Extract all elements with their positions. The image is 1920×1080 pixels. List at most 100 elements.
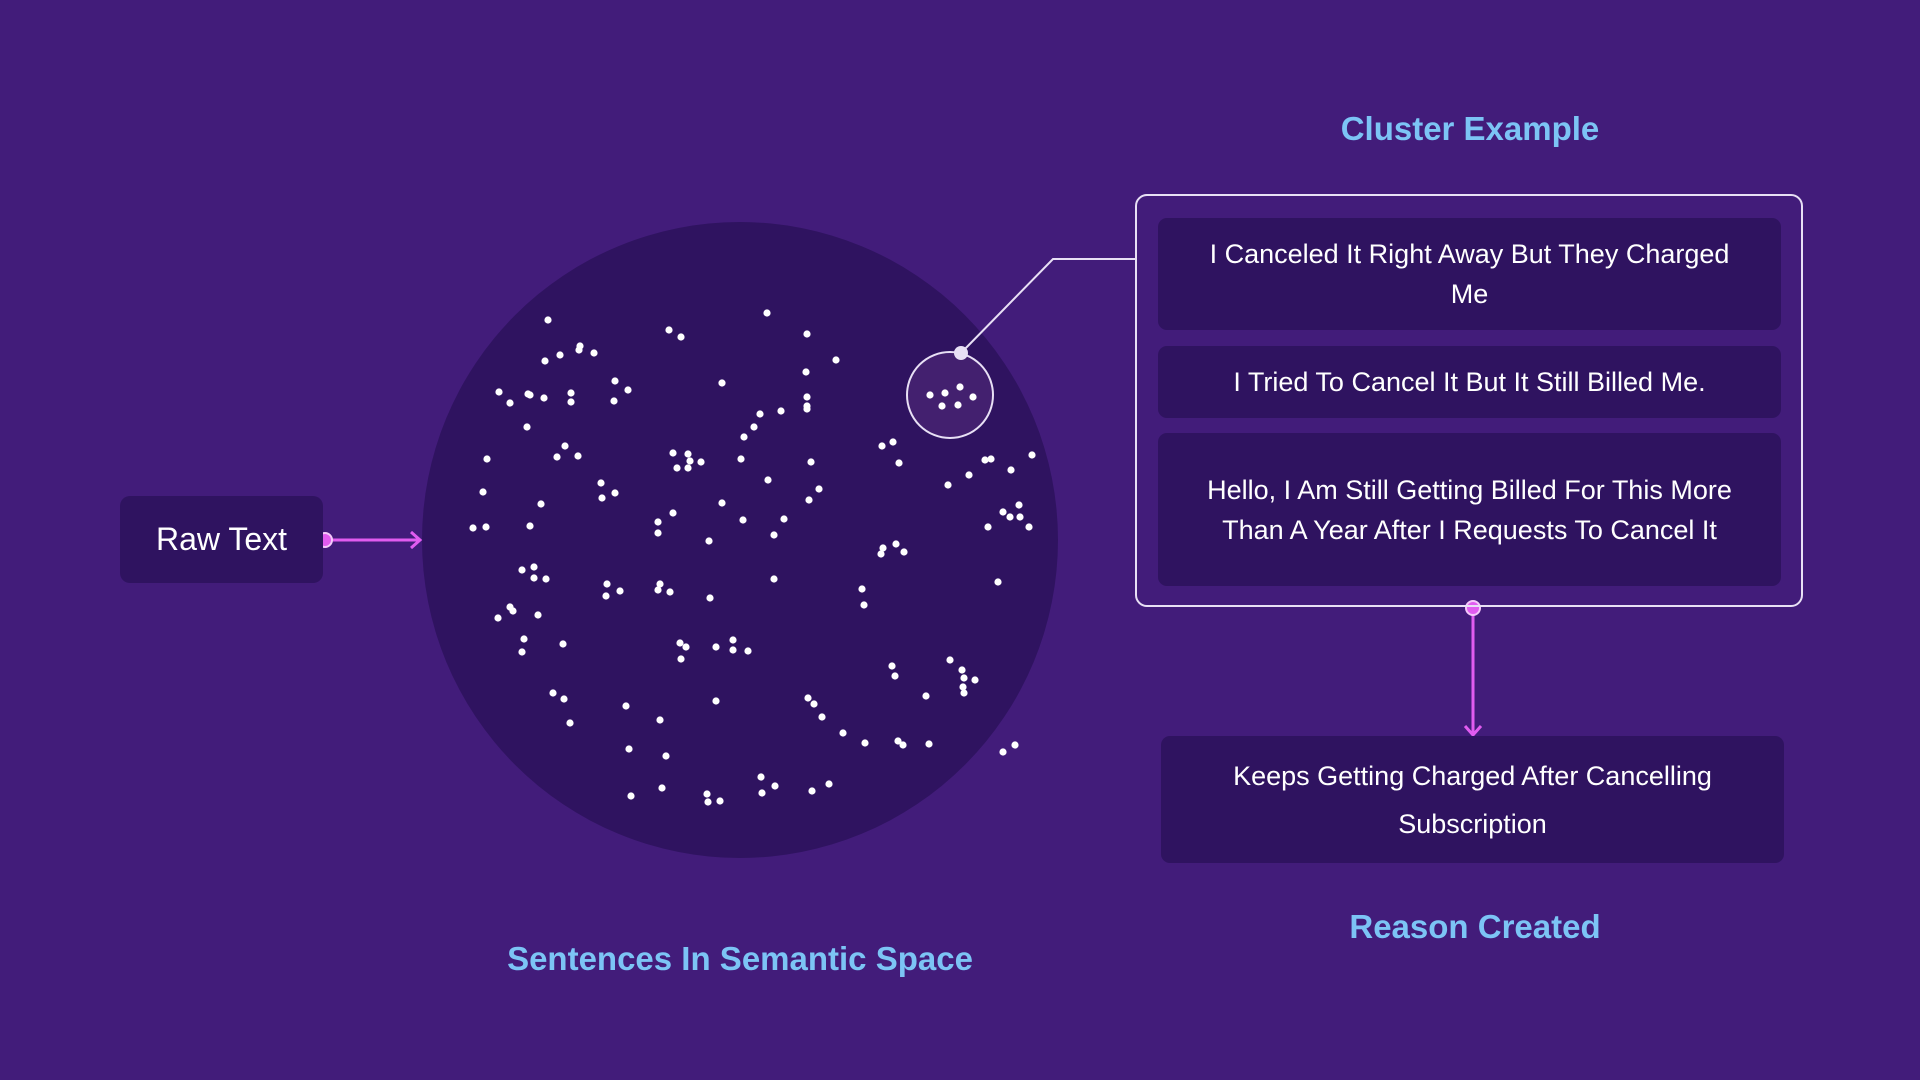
sentence-dot — [654, 529, 662, 537]
sentence-dot — [718, 499, 726, 507]
sentence-dot — [705, 537, 713, 545]
sentence-dot — [718, 379, 726, 387]
sentence-dot — [669, 509, 677, 517]
sentence-dot — [879, 544, 887, 552]
sentence-dot — [654, 518, 662, 526]
sentence-dot — [1025, 523, 1033, 531]
sentence-dot — [771, 782, 779, 790]
sentence-dot — [712, 697, 720, 705]
cluster-sentence: Hello, I Am Still Getting Billed For Thi… — [1158, 433, 1781, 586]
sentence-dot — [818, 713, 826, 721]
sentence-dot — [540, 394, 548, 402]
sentence-dot — [483, 455, 491, 463]
sentence-dot — [526, 391, 534, 399]
sentence-dot — [960, 689, 968, 697]
sentence-dot — [994, 578, 1002, 586]
sentence-dot — [482, 523, 490, 531]
sentence-dot — [682, 643, 690, 651]
reason-box: Keeps Getting Charged After Cancelling S… — [1161, 736, 1784, 863]
sentence-dot — [739, 516, 747, 524]
cluster-example-panel — [1135, 194, 1803, 607]
sentence-dot — [526, 522, 534, 530]
sentence-dot — [553, 453, 561, 461]
sentence-dot — [965, 471, 973, 479]
sentence-dot — [1028, 451, 1036, 459]
sentence-dot — [810, 700, 818, 708]
sentence-dot — [895, 459, 903, 467]
sentence-dot — [509, 607, 517, 615]
sentence-dot — [729, 646, 737, 654]
sentence-dot — [544, 316, 552, 324]
sentence-dot — [877, 550, 885, 558]
sentence-dot — [744, 647, 752, 655]
sentence-dot — [960, 674, 968, 682]
sentence-dot — [590, 349, 598, 357]
sentence-dot — [889, 438, 897, 446]
cluster-dot — [969, 393, 977, 401]
sentence-dot — [832, 356, 840, 364]
sentence-dot — [944, 481, 952, 489]
sentence-dot — [815, 485, 823, 493]
sentence-dot — [860, 601, 868, 609]
sentence-dot — [807, 458, 815, 466]
sentence-dot — [892, 540, 900, 548]
cluster-dot — [956, 383, 964, 391]
sentence-dot — [684, 464, 692, 472]
sentence-dot — [802, 368, 810, 376]
sentence-dot — [602, 592, 610, 600]
sentence-dot — [656, 716, 664, 724]
cluster-example-title: Cluster Example — [1340, 110, 1600, 147]
sentence-dot — [712, 643, 720, 651]
sentence-dot — [757, 773, 765, 781]
semantic-space-circle — [422, 222, 1058, 858]
sentence-dot — [673, 464, 681, 472]
sentence-dot — [959, 683, 967, 691]
sentence-dot — [611, 377, 619, 385]
sentence-dot — [803, 402, 811, 410]
sentence-dot — [770, 531, 778, 539]
sentence-dot — [542, 575, 550, 583]
cluster-sentence: I Tried To Cancel It But It Still Billed… — [1158, 346, 1781, 418]
sentence-dot — [469, 524, 477, 532]
reason-arrow-start — [1465, 600, 1481, 616]
sentence-dot — [549, 689, 557, 697]
sentence-dot — [805, 496, 813, 504]
sentence-dot — [922, 692, 930, 700]
sentence-dot — [729, 636, 737, 644]
sentence-dot — [706, 594, 714, 602]
sentence-dot — [597, 479, 605, 487]
sentence-dot — [566, 719, 574, 727]
sentence-dot — [1011, 741, 1019, 749]
sentence-dot — [560, 695, 568, 703]
sentence-dot — [740, 433, 748, 441]
sentence-dot — [697, 458, 705, 466]
reason-created-title: Reason Created — [1349, 908, 1601, 945]
sentence-dot — [899, 741, 907, 749]
sentence-dot — [506, 399, 514, 407]
sentence-dot — [803, 330, 811, 338]
sentence-dot — [567, 389, 575, 397]
sentence-dot — [494, 614, 502, 622]
cluster-connector-line — [960, 258, 1135, 354]
sentence-dot — [559, 640, 567, 648]
sentence-dot — [737, 455, 745, 463]
sentence-dot — [999, 748, 1007, 756]
sentence-dot — [971, 676, 979, 684]
cluster-dot — [938, 402, 946, 410]
semantic-space-title: Sentences In Semantic Space — [507, 940, 973, 977]
sentence-dot — [858, 585, 866, 593]
sentence-dot — [676, 639, 684, 647]
sentence-dot — [518, 566, 526, 574]
cluster-connector-dot — [954, 346, 968, 360]
sentence-dot — [770, 575, 778, 583]
sentence-dots — [469, 309, 1036, 806]
sentence-dot — [716, 797, 724, 805]
reason-arrowhead — [1463, 725, 1483, 738]
sentence-dot — [576, 342, 584, 350]
sentence-dot — [981, 456, 989, 464]
sentence-dot — [686, 457, 694, 465]
sentence-dot — [677, 655, 685, 663]
sentence-dot — [891, 672, 899, 680]
sentence-dot — [666, 588, 674, 596]
